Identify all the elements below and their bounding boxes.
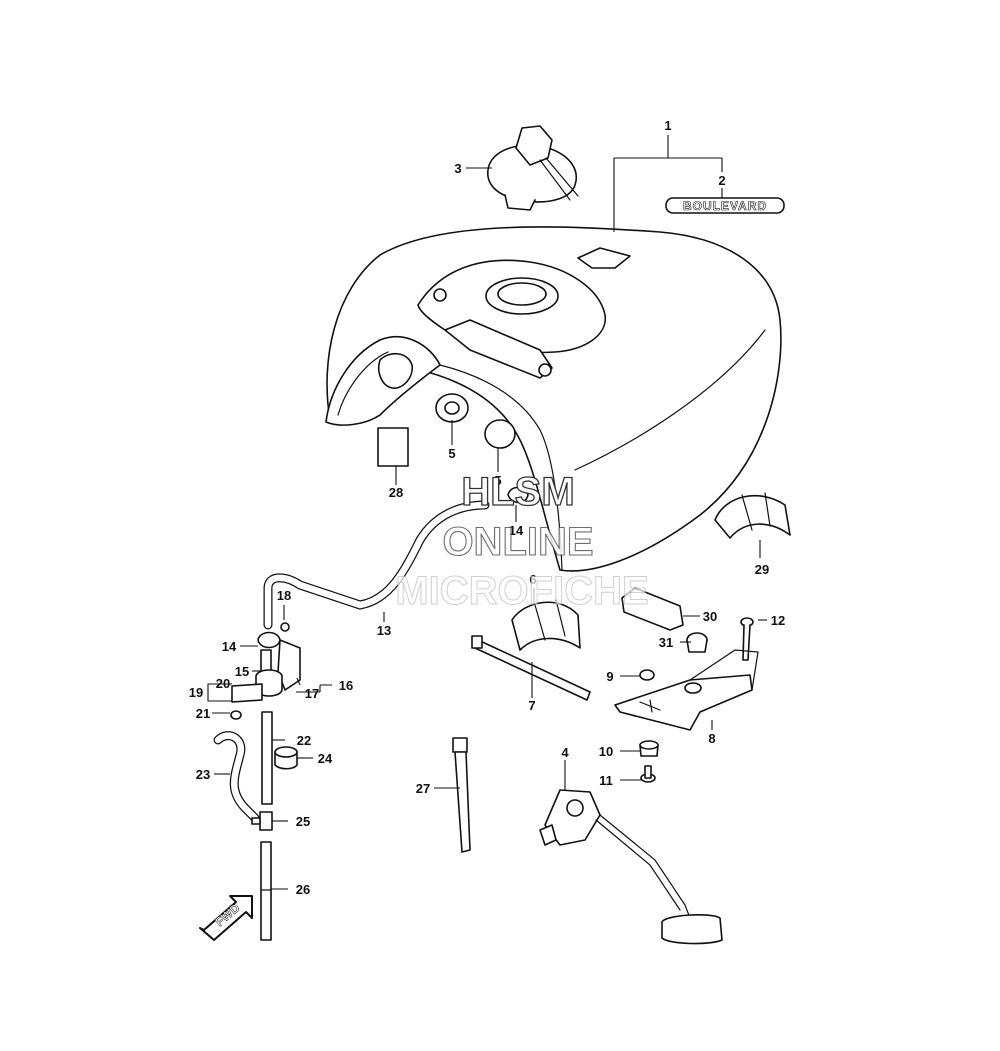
leader-lines [207, 135, 767, 890]
callout-9: 9 [606, 669, 613, 684]
watermark-line3: MICROFICHE [395, 569, 648, 613]
callout-16: 16 [339, 678, 353, 693]
joint-25 [251, 811, 273, 831]
callout-14b: 14 [222, 639, 237, 654]
callout-10: 10 [599, 744, 613, 759]
callout-1: 1 [664, 118, 671, 133]
callout-24: 24 [318, 751, 333, 766]
tank-band [471, 635, 591, 701]
emblem: BOULEVARD [665, 197, 785, 214]
callout-5a: 5 [448, 446, 455, 461]
callout-27: 27 [416, 781, 430, 796]
callout-15: 15 [235, 664, 249, 679]
cable-tie [452, 737, 471, 853]
callout-17: 17 [305, 686, 319, 701]
callout-20: 20 [216, 676, 230, 691]
callout-13: 13 [377, 623, 391, 638]
callout-4: 4 [561, 745, 569, 760]
callout-2: 2 [718, 173, 725, 188]
hose-22 [261, 711, 273, 805]
callout-6: 6 [529, 572, 536, 587]
spacer-24 [274, 746, 298, 770]
callout-21: 21 [196, 706, 210, 721]
callout-14a: 14 [509, 523, 524, 538]
callout-5b: 5 [494, 473, 501, 488]
callout-26: 26 [296, 882, 310, 897]
callout-8: 8 [708, 731, 715, 746]
callout-30: 30 [703, 609, 717, 624]
callout-7: 7 [528, 698, 535, 713]
caution-label [377, 427, 409, 467]
forward-direction-arrow: FWD [199, 895, 253, 941]
watermark-line2: ONLINE [442, 520, 593, 564]
callout-22: 22 [297, 733, 311, 748]
fuel-tank [325, 226, 782, 572]
bolt-12 [740, 617, 754, 661]
callout-18: 18 [277, 588, 291, 603]
emblem-text: BOULEVARD [683, 199, 767, 213]
callout-3: 3 [454, 161, 461, 176]
callout-19: 19 [189, 685, 203, 700]
callout-labels: 1 2 3 4 5 5 6 7 8 9 10 11 12 13 14 14 15… [189, 118, 785, 897]
rear-bracket [614, 649, 759, 731]
callout-28: 28 [389, 485, 403, 500]
callout-25: 25 [296, 814, 310, 829]
callout-23: 23 [196, 767, 210, 782]
callout-31: 31 [659, 635, 673, 650]
callout-11: 11 [599, 773, 613, 788]
cushion-30 [621, 587, 684, 631]
clamp-14-upper [507, 486, 529, 504]
watermark: HLSM ONLINE MICROFICHE [395, 469, 649, 613]
tank-cushion-6 [511, 599, 581, 651]
tank-cushion-29 [714, 492, 791, 539]
watermark-line1: HLSM [461, 470, 574, 514]
callout-12: 12 [771, 613, 785, 628]
hose-26 [260, 841, 272, 941]
bolt-11 [640, 765, 656, 783]
fuel-level-sender [539, 789, 723, 945]
callout-29: 29 [755, 562, 769, 577]
washer-9 [639, 669, 655, 681]
valve-assembly [230, 622, 301, 720]
damper-31 [686, 632, 708, 653]
hose-23 [213, 731, 260, 823]
fuel-cap [487, 125, 579, 211]
breather-hose [263, 500, 490, 630]
cushion-10 [639, 740, 659, 757]
